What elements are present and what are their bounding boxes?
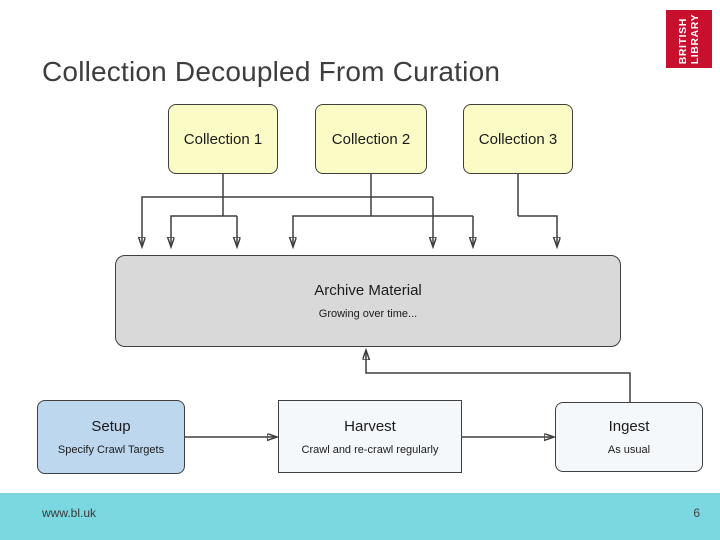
archive-material-subtitle: Growing over time...: [318, 308, 418, 320]
collection-2-label: Collection 2: [331, 130, 411, 148]
setup-box: Setup Specify Crawl Targets: [37, 400, 185, 474]
page-number: 6: [693, 506, 700, 520]
collection-3-arrow: [518, 215, 557, 246]
footer-url: www.bl.uk: [42, 506, 97, 520]
british-library-logo-text: BRITISH LIBRARY: [677, 14, 701, 64]
harvest-title: Harvest: [344, 417, 396, 435]
collection-3-label: Collection 3: [478, 130, 558, 148]
archive-material-box: Archive Material Growing over time...: [115, 255, 621, 347]
collection-1-label: Collection 1: [183, 130, 263, 148]
logo-line-library: LIBRARY: [689, 13, 702, 65]
british-library-logo: BRITISH LIBRARY: [666, 10, 712, 68]
logo-line-british: BRITISH: [676, 18, 689, 65]
ingest-to-archive-arrow: [366, 351, 631, 402]
setup-subtitle: Specify Crawl Targets: [57, 444, 165, 456]
collection-2-box: Collection 2: [315, 104, 427, 174]
archive-material-title: Archive Material: [314, 282, 422, 299]
rail-upper-left-arrow: [142, 196, 433, 246]
collection-1-box: Collection 1: [168, 104, 278, 174]
harvest-box: Harvest Crawl and re-crawl regularly: [278, 400, 462, 473]
collection-3-box: Collection 3: [463, 104, 573, 174]
footer-bar: www.bl.uk 6: [0, 493, 720, 540]
setup-title: Setup: [91, 418, 131, 435]
rail-a-left-arrow: [171, 215, 237, 246]
ingest-title: Ingest: [608, 418, 650, 435]
rail-b-left-arrow: [293, 215, 473, 246]
slide-title: Collection Decoupled From Curation: [42, 56, 501, 87]
ingest-subtitle: As usual: [607, 444, 651, 456]
harvest-subtitle: Crawl and re-crawl regularly: [301, 443, 439, 456]
ingest-box: Ingest As usual: [555, 402, 703, 472]
